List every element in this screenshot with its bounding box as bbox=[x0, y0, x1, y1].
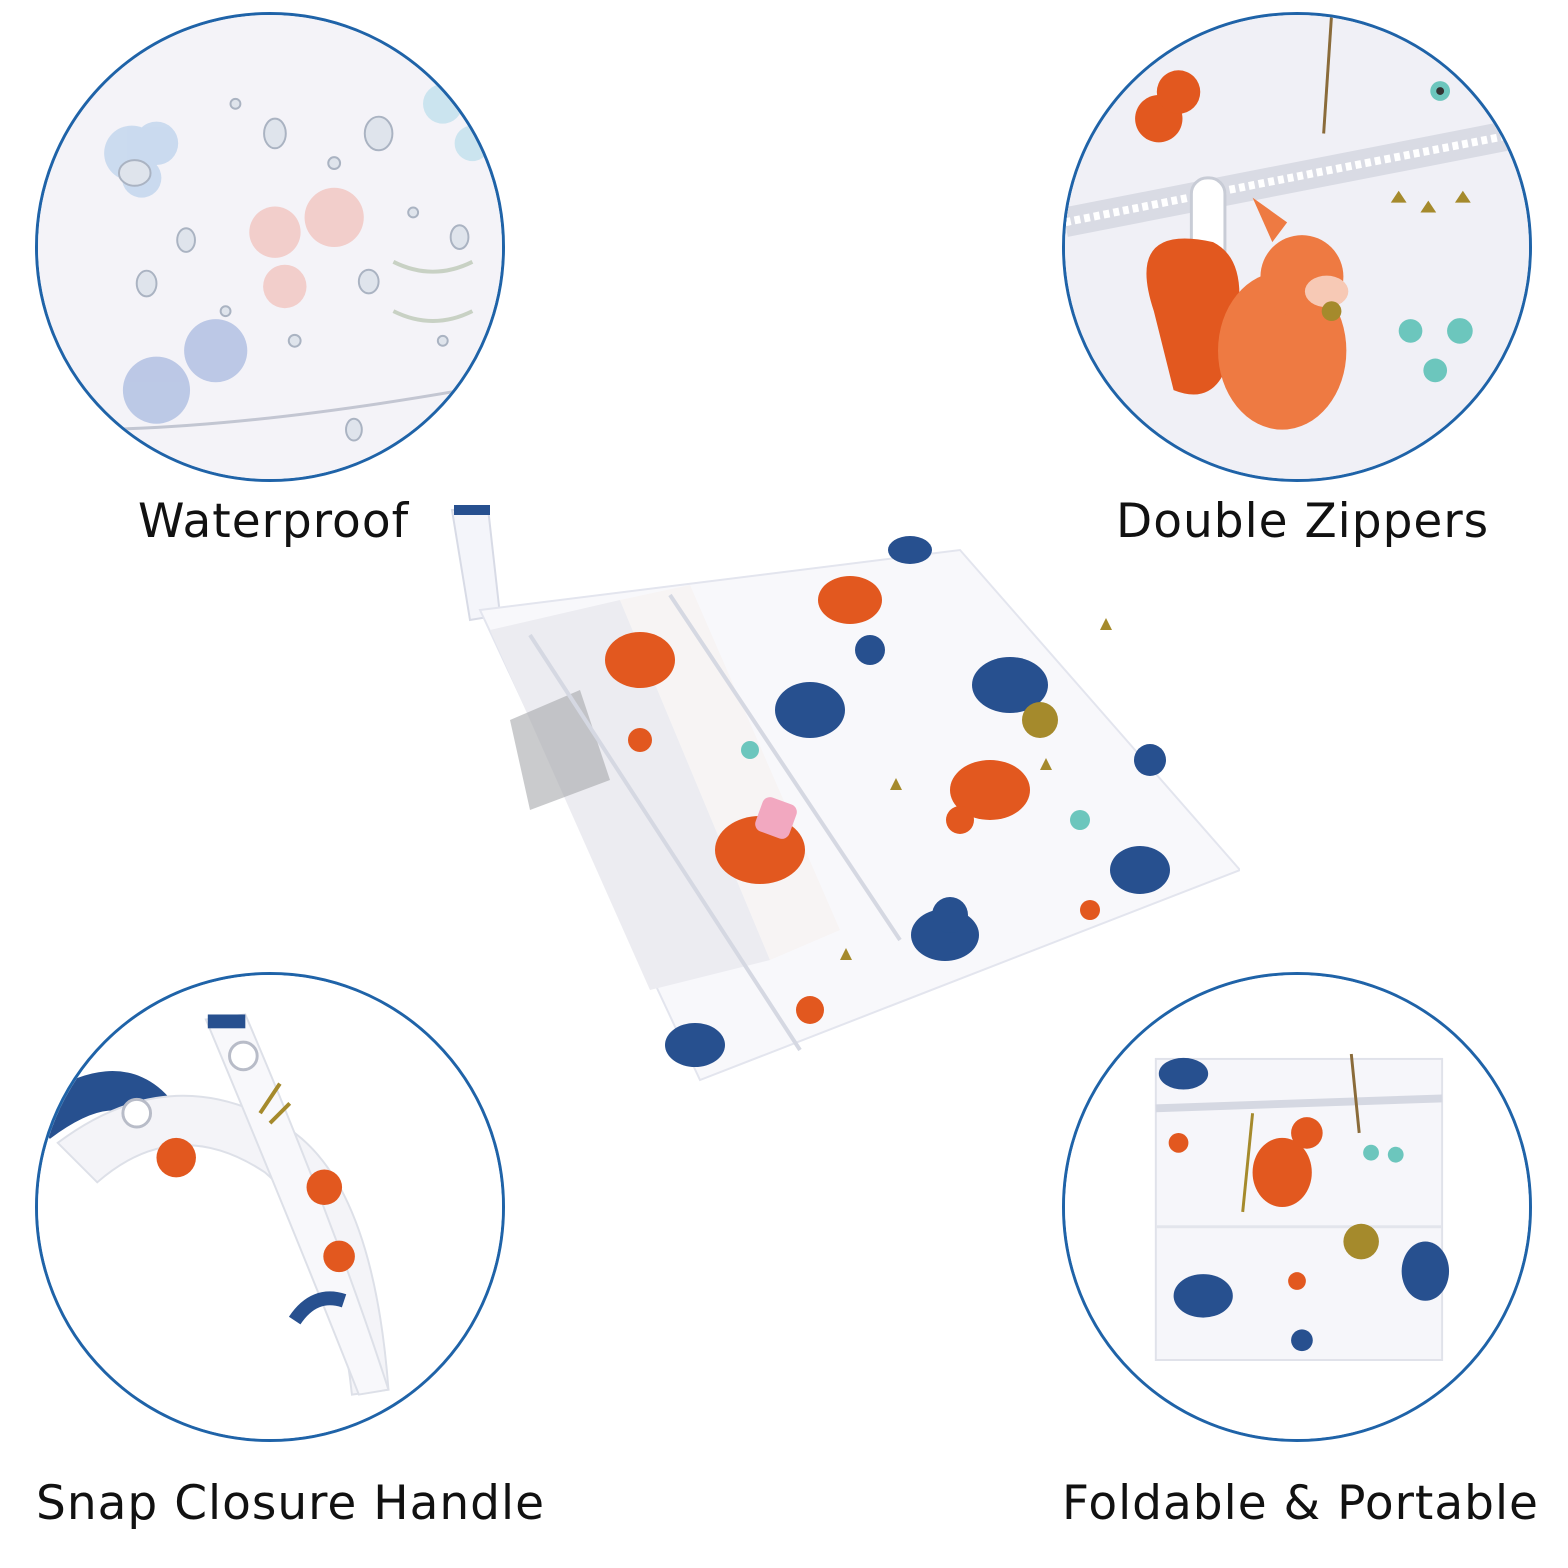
zipper-fabric-image bbox=[1065, 15, 1529, 479]
flower-icon bbox=[1168, 1053, 1404, 1352]
foldable-caption: Foldable & Portable bbox=[1062, 1476, 1539, 1531]
zipper-track bbox=[1065, 118, 1522, 237]
flower-icon bbox=[628, 618, 1166, 1024]
double-zippers-caption: Double Zippers bbox=[1116, 494, 1490, 549]
washcloth bbox=[490, 600, 770, 990]
flower-icon bbox=[1135, 15, 1473, 383]
hedgehog-icon bbox=[1158, 1057, 1450, 1318]
snap-handle-image bbox=[38, 975, 502, 1439]
wet-bag-product-image bbox=[440, 490, 1240, 1090]
folded-bag-image bbox=[1065, 975, 1529, 1439]
waterproof-caption: Waterproof bbox=[138, 494, 410, 549]
squirrel-icon bbox=[1252, 1117, 1323, 1207]
hedgehog-icon bbox=[665, 536, 1170, 1067]
waterproof-detail-circle bbox=[35, 12, 505, 482]
double-zippers-detail-circle bbox=[1062, 12, 1532, 482]
handle-strap bbox=[450, 506, 502, 622]
squirrel-icon bbox=[1146, 197, 1349, 430]
snap-handle-caption: Snap Closure Handle bbox=[36, 1476, 545, 1531]
zipper-line-back bbox=[668, 593, 902, 942]
snap-button-icon bbox=[121, 1040, 259, 1129]
foldable-detail-circle bbox=[1062, 972, 1532, 1442]
flower-icon bbox=[156, 1082, 355, 1325]
water-drop-icon bbox=[117, 97, 470, 442]
zipper-line-front bbox=[528, 633, 802, 1052]
waterproof-fabric-image bbox=[38, 15, 502, 479]
snap-handle-detail-circle bbox=[35, 972, 505, 1442]
